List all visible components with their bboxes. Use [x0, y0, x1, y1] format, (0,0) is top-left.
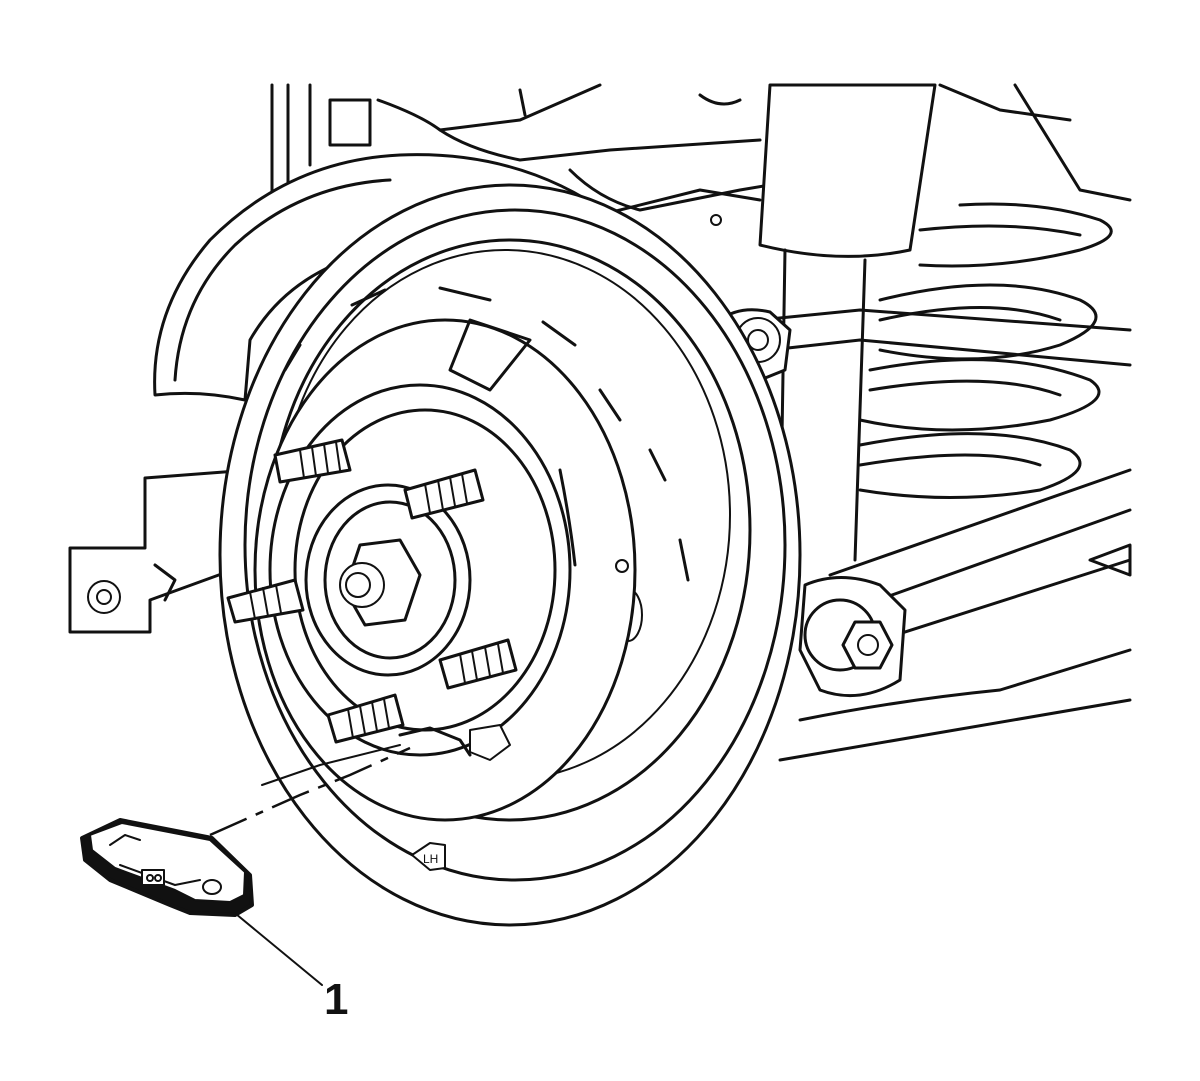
coil-spring: [858, 202, 1113, 499]
wheel-stud: [438, 638, 518, 690]
wheel-stud: [403, 468, 485, 520]
axle-nut: [339, 538, 422, 627]
lh-direction-marking: LH: [411, 842, 446, 871]
bracket-lower: [398, 724, 511, 761]
wheel-stud: [273, 438, 352, 484]
shock-absorber: [758, 83, 937, 562]
sensor-leader: [209, 744, 411, 837]
wheel-stud: [226, 578, 305, 624]
lower-bushing: [798, 576, 907, 698]
lower-control-arm: [758, 308, 1132, 762]
wheel-studs: [226, 438, 518, 744]
upper-frame: [270, 83, 1132, 242]
callout-number-1: 1: [324, 975, 349, 1024]
lh-marking-text: LH: [423, 852, 438, 866]
callout-leader-line: [235, 913, 323, 986]
hub-flange: [253, 318, 637, 822]
sensor-module: [80, 818, 254, 917]
wheel-stud: [326, 693, 405, 744]
